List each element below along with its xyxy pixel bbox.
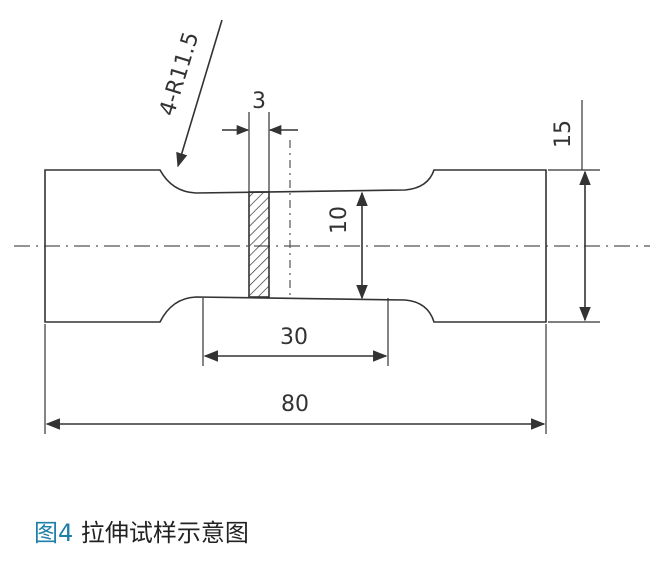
- figure-number: 图4: [34, 519, 74, 547]
- thickness-dimension-text: 3: [252, 89, 266, 114]
- total-length-dimension-text: 80: [281, 392, 309, 417]
- gauge-length-dimension-text: 30: [280, 325, 308, 350]
- gauge-width-dimension-text: 10: [327, 206, 352, 234]
- tensile-specimen-drawing: 3 4-R11.5 15 10 30 80: [14, 19, 650, 434]
- specimen-outline: [44, 169, 547, 323]
- radius-leader-line: [176, 19, 223, 168]
- figure-caption: 图4 拉伸试样示意图: [34, 518, 249, 548]
- figure-title: 拉伸试样示意图: [80, 519, 249, 547]
- height-dimension-text: 15: [551, 120, 576, 148]
- hatched-cross-section: [248, 191, 270, 298]
